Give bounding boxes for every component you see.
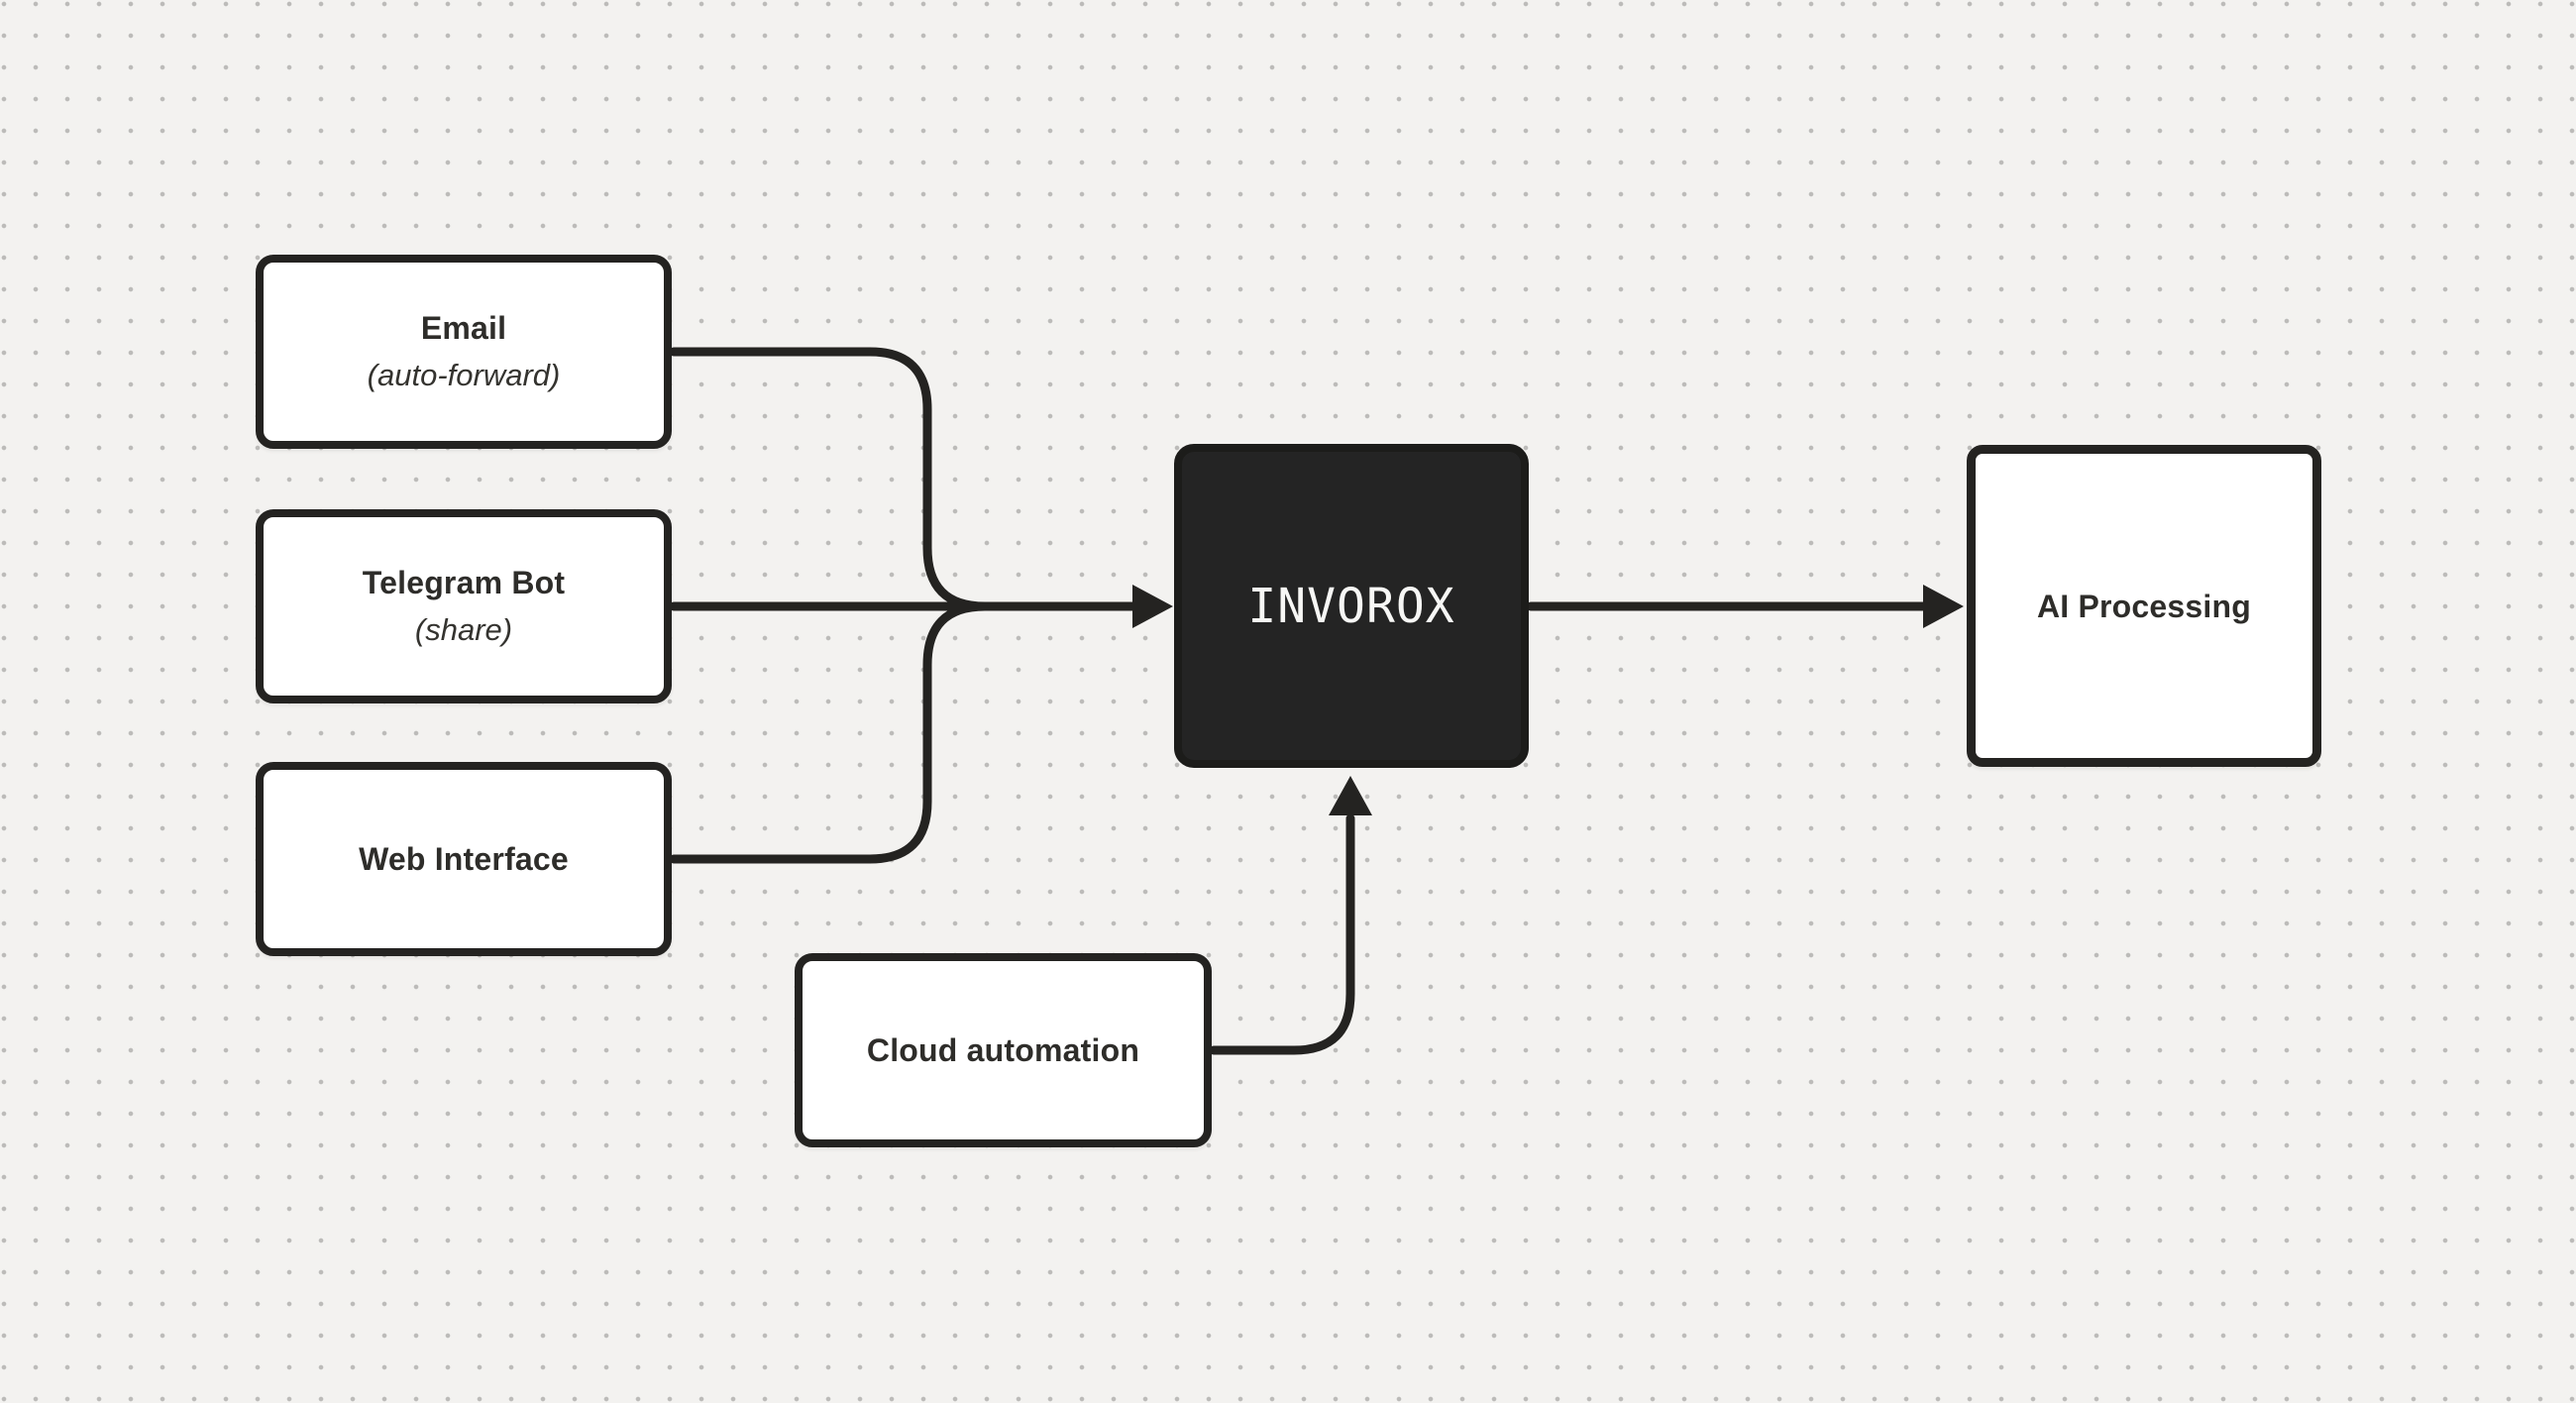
edge-web-to-invorox (669, 601, 990, 864)
email-node-subtitle: (auto-forward) (367, 358, 561, 392)
arrowhead-into-ai (1923, 585, 1964, 628)
arrowhead-into-invorox (1132, 585, 1173, 628)
invorox-node: INVOROX (1174, 444, 1529, 768)
cloud-automation-node-title: Cloud automation (866, 1032, 1140, 1068)
edge-cloud-to-invorox (1209, 813, 1355, 1055)
telegram-bot-node-subtitle: (share) (414, 612, 513, 647)
invorox-node-title: INVOROX (1247, 578, 1455, 634)
web-interface-node: Web Interface (256, 762, 672, 956)
web-interface-node-title: Web Interface (359, 841, 569, 877)
cloud-automation-node: Cloud automation (795, 953, 1212, 1147)
email-node: Email (auto-forward) (256, 255, 672, 449)
arrowhead-into-invorox-bottom (1329, 776, 1372, 815)
telegram-bot-node-title: Telegram Bot (362, 565, 566, 600)
telegram-bot-node: Telegram Bot (share) (256, 509, 672, 703)
edge-email-to-invorox (669, 347, 990, 611)
ai-processing-node-title: AI Processing (2036, 588, 2251, 624)
ai-processing-node: AI Processing (1967, 445, 2321, 767)
email-node-title: Email (420, 310, 507, 346)
